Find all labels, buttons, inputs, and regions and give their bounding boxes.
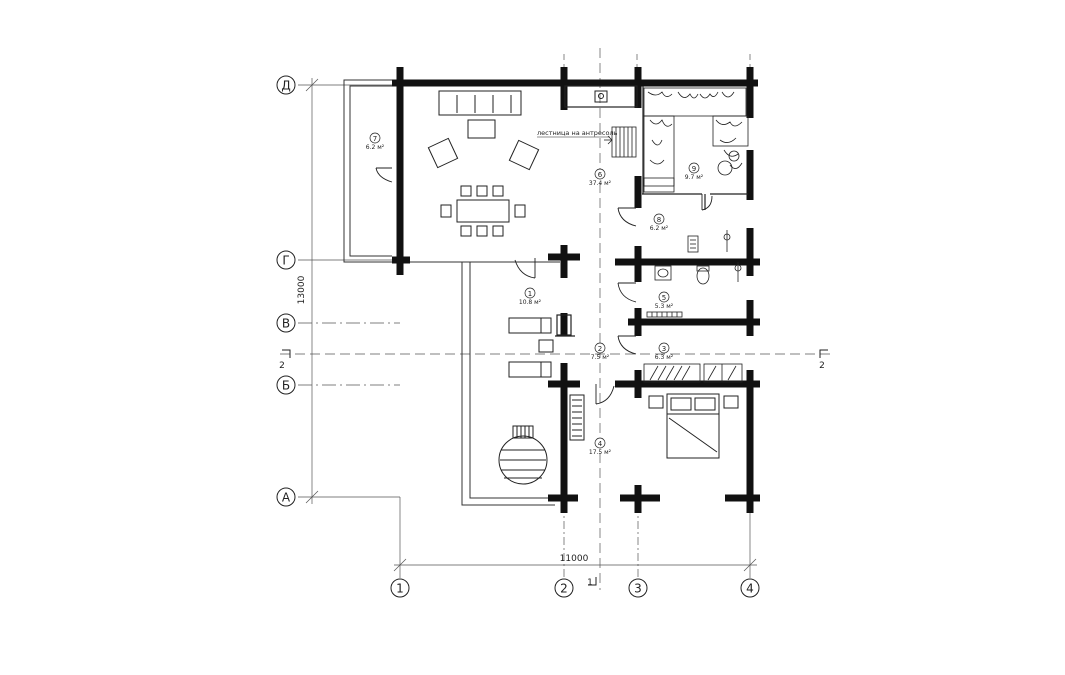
col-axis-label: 1 [396, 582, 404, 596]
kitchen-fixtures [643, 87, 749, 193]
room-area: 6.3 м² [655, 354, 674, 361]
room-markers [369, 132, 700, 449]
room-area: 6.2 м² [366, 144, 385, 151]
grid-lines [280, 48, 830, 590]
col-axis-bubbles [390, 578, 760, 598]
row-axis-label: Д [281, 79, 290, 93]
doors [375, 167, 713, 405]
room-number: 3 [662, 345, 666, 353]
col-axis-label: 2 [560, 582, 568, 596]
room-area: 37.4 м² [589, 180, 612, 187]
partition-walls [555, 85, 748, 337]
row-axis-bubbles [276, 75, 296, 507]
section-label-left: 2 [279, 361, 285, 371]
room-area: 5.3 м² [655, 303, 674, 310]
stairs [604, 126, 637, 158]
room-number: 9 [692, 165, 696, 173]
room-number: 1 [528, 290, 532, 298]
furniture-living [427, 90, 608, 237]
room-area: 9.7 м² [685, 174, 704, 181]
section-markers [282, 349, 828, 586]
stairs-note: лестница на антресоль [537, 129, 618, 137]
col-axis-label: 3 [634, 582, 642, 596]
room-number: 8 [657, 216, 661, 224]
room-number: 7 [373, 135, 377, 143]
section-label-right: 2 [819, 361, 825, 371]
section-label-bottom: 1 [587, 578, 593, 588]
bath-fixtures [646, 230, 742, 318]
terrace-furniture [498, 317, 554, 485]
dimension-height: 13000 [297, 275, 307, 304]
row-axis-label: А [282, 491, 291, 505]
dimension-width: 11000 [560, 554, 589, 564]
row-axis-label: В [282, 317, 290, 331]
room-number: 4 [598, 440, 603, 448]
room-number: 6 [598, 171, 603, 179]
room-area: 10.8 м² [519, 299, 542, 306]
room-area: 6.2 м² [650, 225, 669, 232]
row-axis-label: Г [282, 254, 289, 268]
bedroom-furniture [569, 393, 739, 459]
room-area: 17.5 м² [589, 449, 612, 456]
room-number: 5 [662, 294, 666, 302]
room-area: 7.5 м² [591, 354, 610, 361]
log-walls [392, 67, 760, 513]
col-axis-label: 4 [746, 582, 754, 596]
wardrobes [643, 363, 743, 383]
room-number: 2 [598, 345, 602, 353]
row-axis-label: Б [282, 379, 290, 393]
